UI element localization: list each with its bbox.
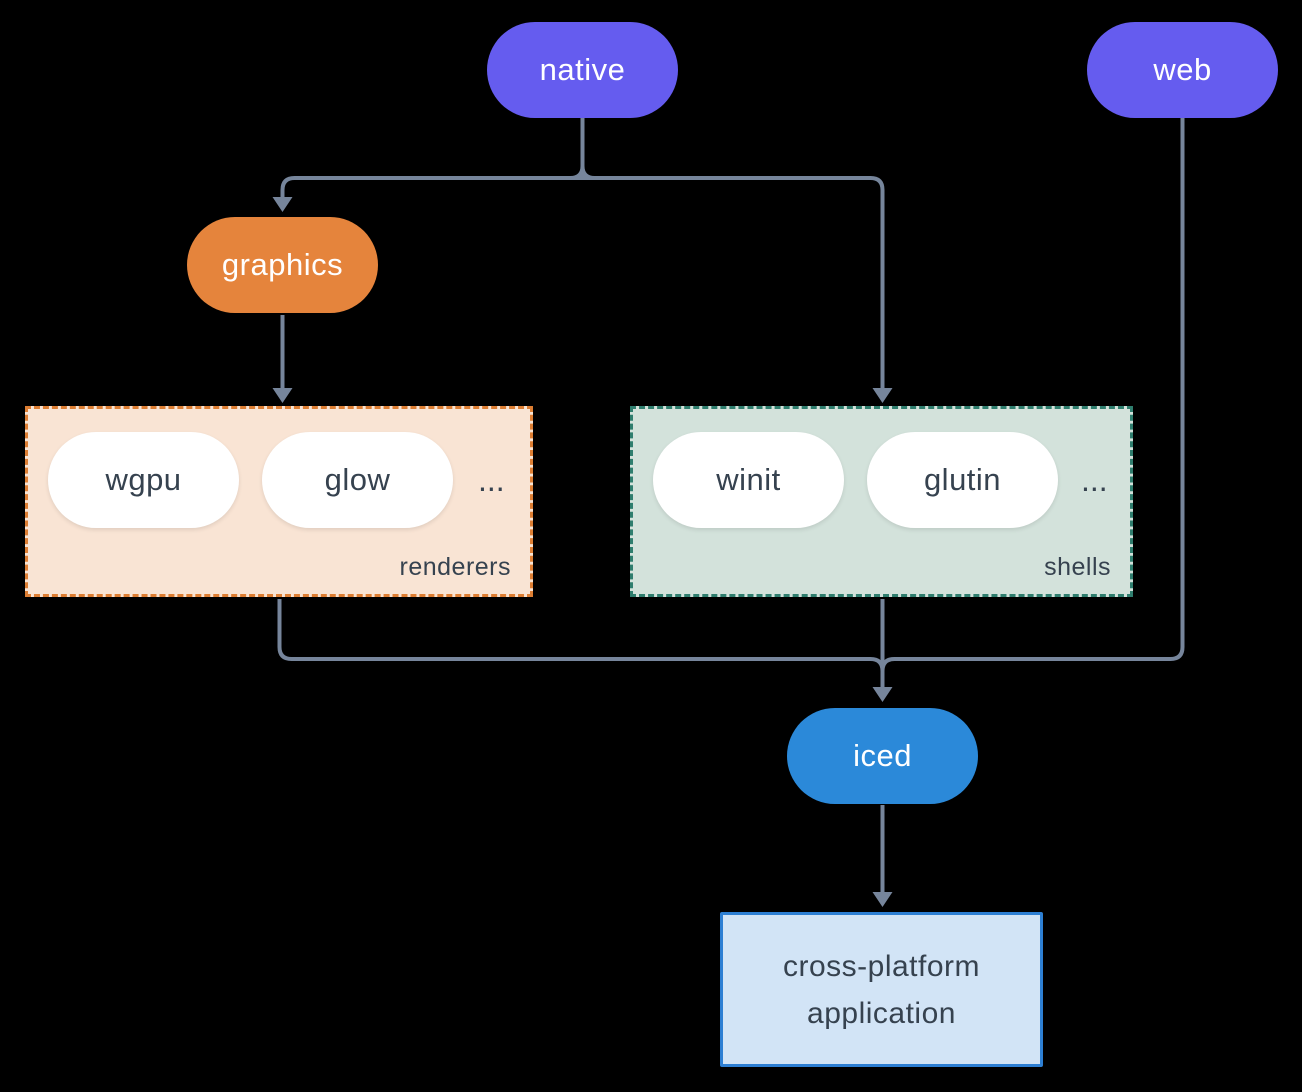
edge-native-stem-flare-left — [570, 165, 585, 180]
node-winit-label: winit — [716, 462, 781, 497]
node-graphics-label: graphics — [221, 247, 344, 282]
group-shells: winit glutin ... shells — [630, 406, 1133, 597]
arrowhead-renderers — [272, 388, 293, 403]
application-label-line2: application — [807, 996, 956, 1030]
node-native: native — [487, 22, 678, 118]
arrowhead-iced — [872, 687, 893, 702]
edge-native-stem-flare-right — [580, 165, 595, 180]
arrowhead-graphics — [272, 197, 293, 212]
node-glow-label: glow — [324, 462, 391, 497]
shells-group-label: shells — [1044, 553, 1111, 581]
edge-renderers-merge — [277, 599, 885, 672]
renderers-ellipsis: ... — [478, 461, 505, 498]
node-wgpu-label: wgpu — [105, 462, 182, 497]
node-web: web — [1087, 22, 1278, 118]
node-winit: winit — [653, 432, 844, 528]
group-renderers: wgpu glow ... renderers — [25, 406, 533, 597]
node-glow: glow — [262, 432, 453, 528]
node-web-label: web — [1153, 52, 1212, 87]
node-application: cross-platform application — [720, 912, 1043, 1067]
arrowhead-shells — [872, 388, 893, 403]
node-wgpu: wgpu — [48, 432, 239, 528]
application-label-line1: cross-platform — [782, 949, 981, 983]
node-iced-label: iced — [853, 738, 912, 773]
renderers-group-label: renderers — [399, 553, 511, 581]
node-iced: iced — [787, 708, 978, 804]
shells-ellipsis: ... — [1081, 461, 1108, 498]
node-graphics: graphics — [187, 217, 378, 313]
node-native-label: native — [539, 52, 626, 87]
arrowhead-application — [872, 892, 893, 907]
node-glutin-label: glutin — [923, 462, 1002, 497]
node-glutin: glutin — [867, 432, 1058, 528]
